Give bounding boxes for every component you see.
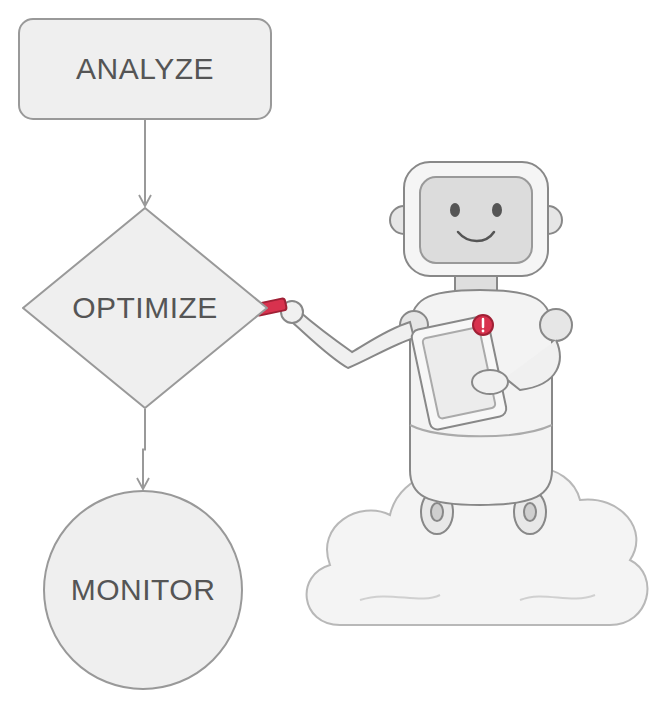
robot-head: [390, 162, 562, 276]
robot-body: [400, 272, 572, 505]
robot-pointing-arm: [251, 298, 414, 368]
flow-arrow: [143, 409, 145, 489]
process-box: ANALYZE: [18, 18, 272, 120]
node-label: MONITOR: [71, 573, 216, 607]
node-label: OPTIMIZE: [72, 291, 218, 325]
decision-diamond: OPTIMIZE: [22, 207, 268, 409]
flow-arrow: [144, 120, 146, 206]
terminal-circle: MONITOR: [43, 490, 243, 690]
robot-tablet: [410, 315, 560, 431]
node-label: ANALYZE: [76, 52, 214, 86]
